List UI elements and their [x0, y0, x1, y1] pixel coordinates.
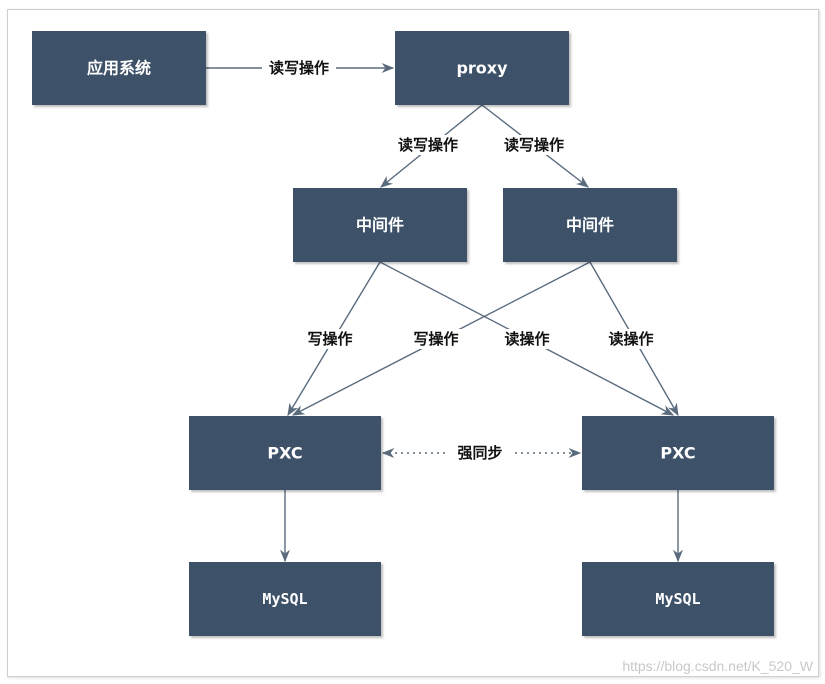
label-mw-right-write: 写操作 [413, 330, 458, 348]
node-proxy-label: proxy [456, 59, 508, 78]
node-app[interactable]: 应用系统 [32, 31, 206, 105]
node-middleware-right-label: 中间件 [566, 216, 614, 235]
node-pxc-left-box [189, 416, 381, 490]
node-mysql-right[interactable]: MySQL [582, 562, 774, 636]
node-mysql-right-label: MySQL [655, 590, 700, 608]
nodes: 应用系统 proxy 中间件 中间件 PXC PXC MySQL MySQL [32, 31, 774, 636]
label-background [262, 58, 336, 78]
label-background [406, 329, 466, 349]
label-mw-left-write: 写操作 [307, 330, 352, 348]
node-proxy[interactable]: proxy [395, 31, 569, 105]
node-middleware-left-box [293, 188, 467, 262]
label-mw-right-read: 读操作 [608, 330, 653, 348]
node-mysql-left[interactable]: MySQL [189, 562, 381, 636]
label-background [601, 329, 661, 349]
node-mysql-left-label: MySQL [262, 590, 307, 608]
node-app-box [32, 31, 206, 105]
label-background [300, 329, 360, 349]
node-pxc-left-label: PXC [267, 444, 302, 463]
node-middleware-left-label: 中间件 [356, 216, 404, 235]
diagram-frame [7, 9, 819, 677]
node-pxc-right-label: PXC [660, 444, 695, 463]
label-app-proxy: 读写操作 [269, 59, 329, 77]
node-middleware-right[interactable]: 中间件 [503, 188, 677, 262]
label-background [498, 135, 570, 155]
node-middleware-right-box [503, 188, 677, 262]
node-mysql-left-box [189, 562, 381, 636]
label-background [497, 329, 557, 349]
node-mysql-right-box [582, 562, 774, 636]
label-background [392, 135, 464, 155]
label-proxy-mw-right: 读写操作 [504, 136, 564, 154]
label-mw-left-read: 读操作 [504, 330, 549, 348]
node-middleware-left[interactable]: 中间件 [293, 188, 467, 262]
label-background [448, 443, 512, 463]
watermark: https://blog.csdn.net/K_520_W [622, 658, 813, 674]
label-proxy-mw-left: 读写操作 [398, 136, 458, 154]
node-app-label: 应用系统 [87, 59, 151, 78]
node-proxy-box [395, 31, 569, 105]
node-pxc-right-box [582, 416, 774, 490]
node-pxc-right[interactable]: PXC [582, 416, 774, 490]
edge-labels: 读写操作 读写操作 读写操作 写操作 写操作 读操作 读操作 强同步 [262, 58, 661, 463]
node-pxc-left[interactable]: PXC [189, 416, 381, 490]
label-pxc-sync: 强同步 [457, 444, 502, 462]
